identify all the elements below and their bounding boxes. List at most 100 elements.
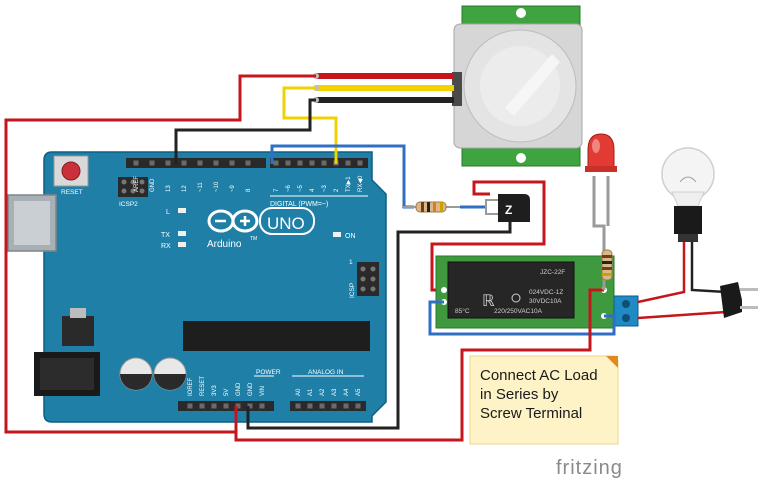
header-pin-analog (331, 403, 337, 409)
svg-text:Z: Z (505, 203, 512, 217)
relay-module: JZC-22F ℝ 024VDC-1Z 30VDC10A 220/250VAC1… (435, 255, 639, 329)
pin-label-analog: A3 (332, 388, 338, 396)
header-pin-power (187, 403, 193, 409)
note-line-3: Screw Terminal (480, 405, 582, 422)
power-label: POWER (256, 369, 281, 376)
header-pin-power (211, 403, 217, 409)
annotation-note: Connect AC Load in Series by Screw Termi… (469, 355, 619, 445)
relay-temp: 85°C (455, 307, 470, 315)
ac-load-wires (637, 242, 727, 320)
icsp-label: ICSP (349, 283, 356, 298)
relay-model: JZC-22F (540, 269, 565, 276)
note-line-2: in Series by (480, 386, 559, 403)
led-tx-label: TX (161, 232, 170, 239)
pin-label-top: 4 (310, 188, 316, 192)
digital-header-right (270, 158, 368, 168)
npn-transistor (498, 194, 530, 222)
reset-label: RESET (61, 189, 83, 196)
pin-label-top: AREF (134, 176, 140, 192)
pin-label-analog: A5 (356, 388, 362, 396)
header-pin-analog (355, 403, 361, 409)
header-pin-analog (343, 403, 349, 409)
pin-label-analog: A0 (296, 388, 302, 396)
transistor-circuit: Z (246, 144, 546, 430)
pin-label-power: 3V3 (212, 385, 218, 396)
header-pin-top (357, 160, 363, 166)
led-l-label: L (166, 209, 170, 216)
uno-label: UNO (267, 214, 305, 233)
fritzing-watermark: fritzing (556, 457, 623, 479)
analog-header (290, 401, 366, 411)
icsp2-label: ICSP2 (119, 201, 138, 208)
icsp2-header (118, 177, 148, 197)
header-pin-power (259, 403, 265, 409)
header-pin-top (273, 160, 279, 166)
pin-label-analog: A4 (344, 388, 350, 396)
arduino-logo (207, 207, 315, 235)
led-l (178, 208, 186, 213)
icsp-header (357, 262, 379, 296)
relay-spec-1: 024VDC-1Z (529, 289, 563, 296)
pin-label-top: ~5 (298, 184, 304, 192)
red-led (585, 133, 617, 172)
header-pin-power (247, 403, 253, 409)
pin-label-analog: A1 (308, 388, 314, 396)
led-rx-label: RX (161, 243, 171, 250)
pin-label-power: 5V (224, 389, 230, 396)
relay-spec-3: 220/250VAC10A (494, 308, 543, 315)
pin-label-top: 13 (166, 185, 172, 192)
pin-label-top: ~6 (286, 184, 292, 192)
note-line-1: Connect AC Load (480, 367, 598, 384)
pin-label-analog: A2 (320, 388, 326, 396)
pin-label-power: IOREF (188, 377, 194, 396)
pin-label-top: 8 (246, 188, 252, 192)
header-pin-top (197, 160, 203, 166)
pin-label-power: GND (248, 382, 254, 396)
pin-label-top: ~10 (214, 181, 220, 192)
arduino-brand-label: Arduino (207, 239, 242, 250)
pin-label-top: RX◀0 (358, 175, 364, 192)
voltage-regulator (62, 316, 94, 346)
base-resistor (402, 201, 460, 213)
pin-label-power: VIN (260, 386, 266, 396)
on-label: ON (345, 233, 356, 240)
digital-label: DIGITAL (PWM=~) (270, 201, 328, 208)
pin-label-power: RESET (200, 376, 206, 396)
analog-in-label: ANALOG IN (308, 369, 344, 376)
header-pin-top (149, 160, 155, 166)
header-pin-top (309, 160, 315, 166)
capacitors (119, 357, 187, 391)
header-pin-top (229, 160, 235, 166)
led-tx (178, 231, 186, 236)
led-on (333, 232, 341, 237)
led-rx (178, 242, 186, 247)
header-pin-power (199, 403, 205, 409)
pin-label-power: GND (236, 382, 242, 396)
ac-plug (720, 282, 758, 318)
digital-header-left (126, 158, 266, 168)
header-pin-top (297, 160, 303, 166)
pin-label-top: GND (150, 178, 156, 192)
microcontroller-chip (183, 321, 370, 351)
pin-label-top: 2 (334, 188, 340, 192)
header-pin-top (133, 160, 139, 166)
header-pin-power (223, 403, 229, 409)
header-pin-top (213, 160, 219, 166)
header-pin-top (165, 160, 171, 166)
pin-label-top: ~3 (322, 184, 328, 192)
header-pin-power (235, 403, 241, 409)
header-pin-top (181, 160, 187, 166)
pin-label-top: ~11 (198, 182, 204, 192)
light-bulb (661, 147, 715, 242)
pin-label-top: TX▶1 (346, 176, 352, 192)
header-pin-top (345, 160, 351, 166)
relay-spec-2: 30VDC10A (529, 298, 562, 305)
relay-mark: ℝ (482, 293, 495, 310)
pir-motion-sensor (452, 5, 583, 167)
header-pin-analog (307, 403, 313, 409)
header-pin-analog (319, 403, 325, 409)
header-pin-top (245, 160, 251, 166)
